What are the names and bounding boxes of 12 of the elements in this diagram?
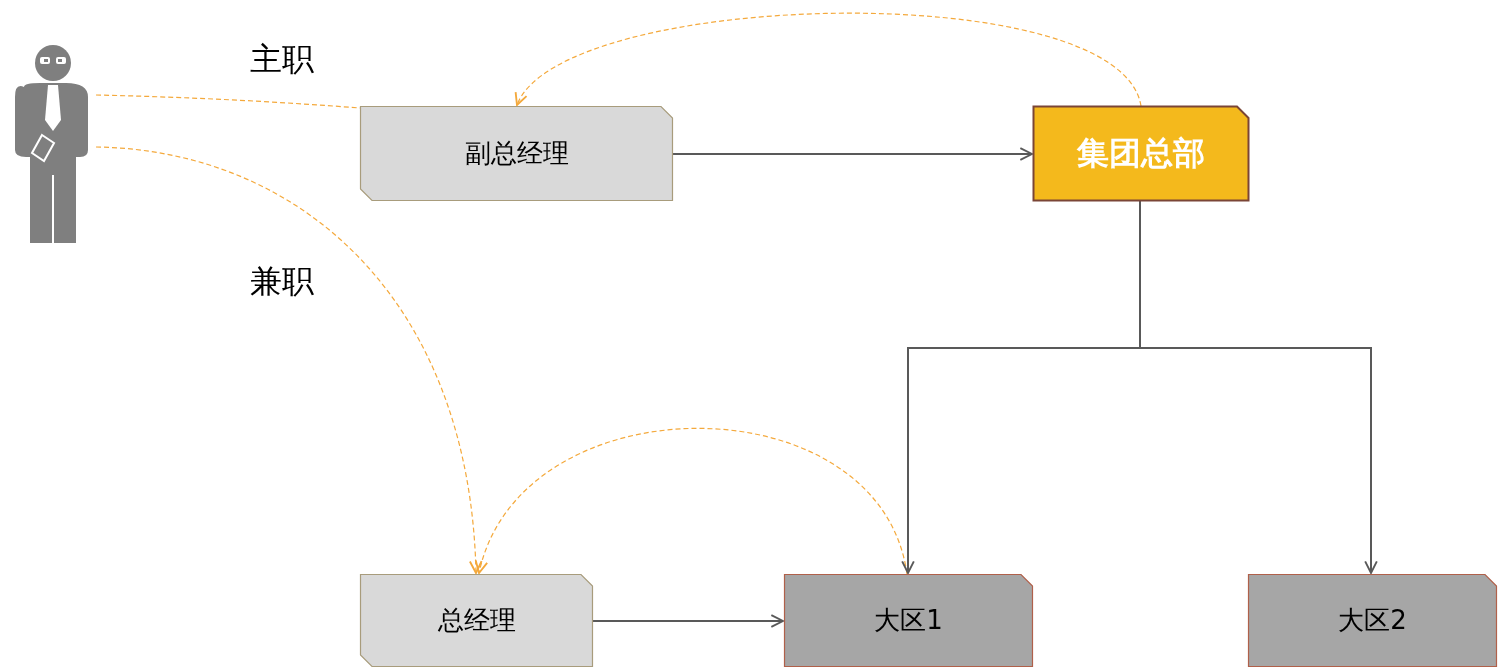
arrow — [592, 614, 784, 628]
headquarters-box: 集团总部 — [1033, 106, 1249, 201]
region-box: 大区1 — [784, 574, 1033, 667]
process-box: 副总经理 — [360, 106, 673, 201]
process-box: 总经理 — [360, 574, 593, 667]
dashed-arrow — [476, 427, 908, 575]
region-box: 大区2 — [1248, 574, 1497, 667]
arrow — [672, 147, 1033, 161]
dashed-arrow — [516, 12, 1142, 107]
edge-label: 主职 — [248, 42, 316, 78]
dashed-arrow — [95, 146, 482, 574]
edge-label: 兼职 — [248, 264, 316, 300]
